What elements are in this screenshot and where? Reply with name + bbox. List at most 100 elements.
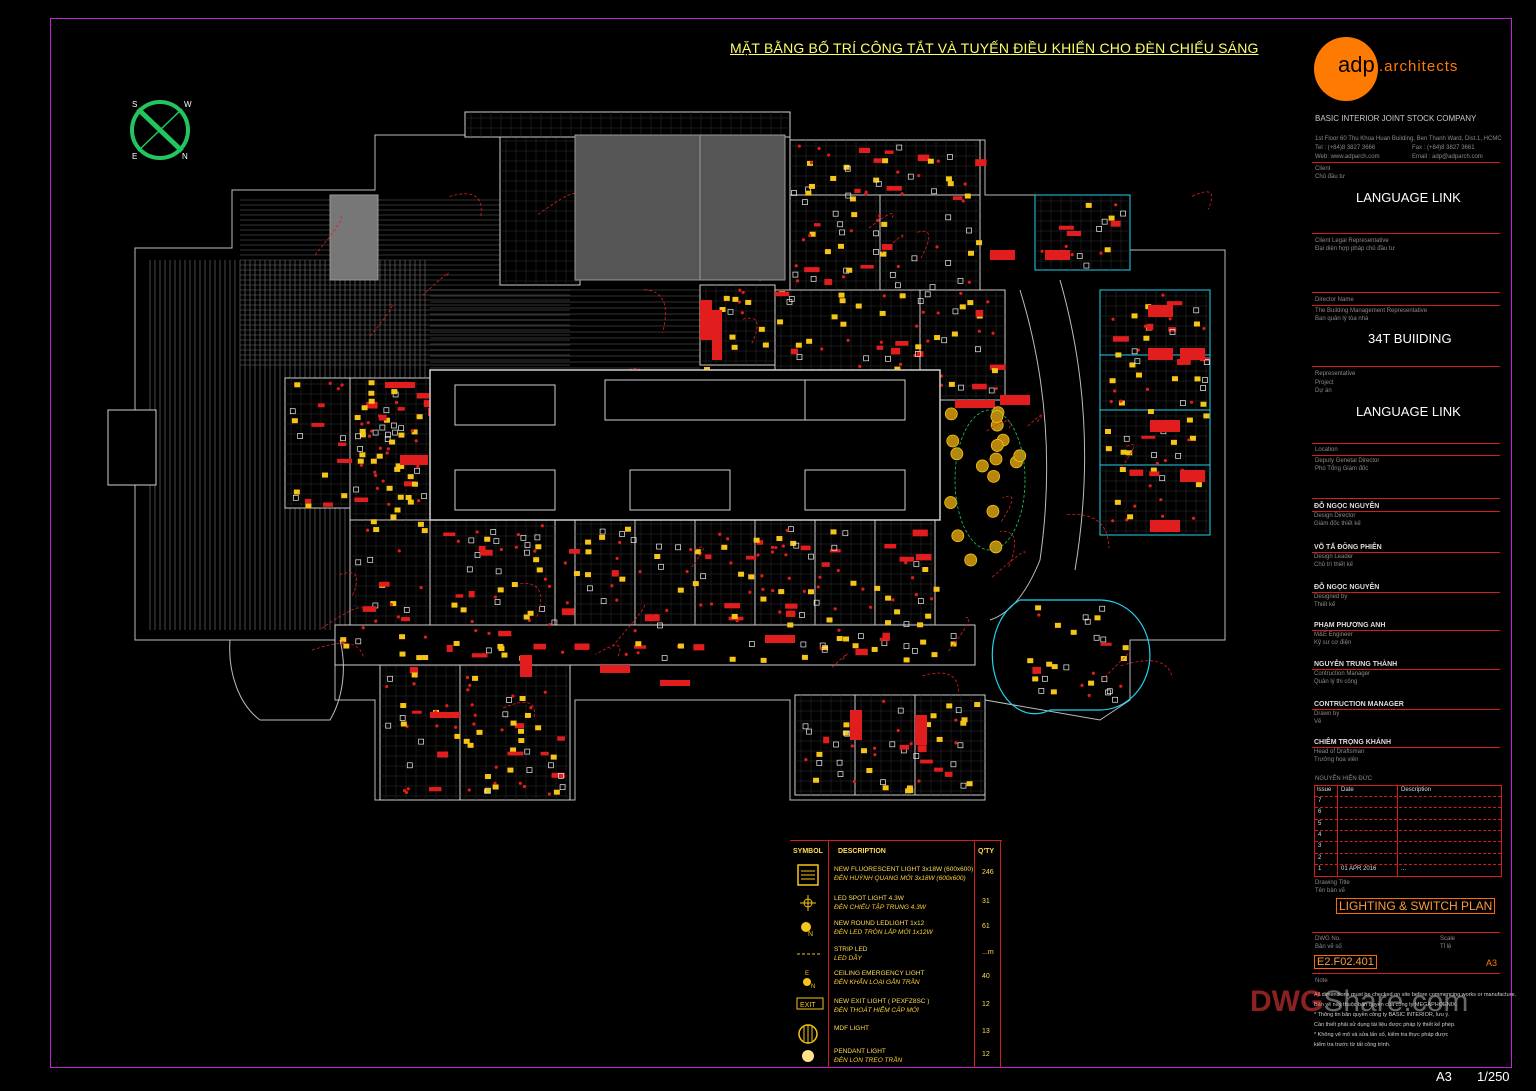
person-role: M&E Engineer	[1314, 632, 1353, 638]
legend-item-vn: ĐÈN HUỲNH QUANG MỚI 3x18W (600x600)	[834, 875, 966, 882]
watermark-part2: Share.com	[1323, 985, 1469, 1018]
led-spot-light-icon	[796, 893, 822, 913]
person-name: CHIÊM TRỌNG KHÁNH	[1314, 739, 1391, 746]
exit-light-icon: EXIT	[796, 996, 824, 1016]
legend-item-vn: ĐÈN LON TREO TRẦN	[834, 1057, 903, 1064]
mdf-light-icon	[796, 1023, 822, 1044]
revision-issue: 1	[1318, 865, 1322, 872]
note-line: * Không vẽ mô và sửa lấn số, kiểm tra th…	[1314, 1032, 1449, 1038]
note-line: All dimensions must be checked on site b…	[1314, 992, 1517, 998]
person-role: Drawn by	[1314, 711, 1340, 717]
person-role: Design Director	[1314, 513, 1356, 519]
dwg-no-label-vn: Bản vẽ số	[1315, 944, 1342, 950]
svg-text:EXIT: EXIT	[800, 1002, 816, 1009]
person-name: PHẠM PHƯƠNG ANH	[1314, 622, 1386, 629]
person-role: Head of Draftsman	[1314, 749, 1365, 755]
company-name: BASIC INTERIOR JOINT STOCK COMPANY	[1315, 114, 1477, 123]
legend-item-en: CEILING EMERGENCY LIGHT	[834, 970, 925, 977]
revision-issue: 3	[1318, 843, 1322, 850]
notes-label: Note	[1315, 978, 1328, 984]
sheet-size: A3	[1486, 958, 1498, 968]
person-role: Designed by	[1314, 594, 1348, 600]
legend-description-header: DESCRIPTION	[838, 848, 886, 855]
rev1-desc: ...	[1401, 866, 1407, 872]
drawing-frame	[50, 18, 1512, 1068]
person-role: Design Leader	[1314, 554, 1354, 560]
person-role: Contruction Manager	[1314, 671, 1371, 677]
svg-text:N: N	[808, 931, 813, 938]
director-label: Director Name	[1315, 297, 1354, 303]
legend-item-en: MDF LIGHT	[834, 1025, 870, 1032]
revision-issue: 7	[1318, 798, 1322, 804]
rev1-date: 01 APR 2016	[1341, 866, 1377, 872]
note-line: * Thông tin bản quyền công ty BASIC INTE…	[1314, 1012, 1450, 1018]
legend-item-qty: 246	[982, 869, 994, 876]
compass-n: N	[182, 152, 188, 161]
deputy-label-vn: Phó Tổng Giám đốc	[1315, 466, 1369, 472]
deputy-label: Deputy Genetal Director	[1315, 458, 1380, 464]
client-rep-label-vn: Đại diện hợp pháp chủ đầu tư	[1315, 246, 1395, 252]
person-role-vn: Chủ trì thiết kế	[1314, 562, 1354, 568]
north-compass-icon: S W N E	[130, 100, 192, 161]
person-role-vn: Quản lý thi công	[1314, 679, 1358, 685]
legend-item-vn: LED DÂY	[834, 955, 862, 962]
client-label: Client	[1315, 166, 1331, 172]
legend-item-en: STRIP LED	[834, 946, 868, 953]
round-led-light-icon: N	[796, 918, 822, 938]
revision-issue: 4	[1318, 831, 1322, 838]
person-name: ĐỖ NGỌC NGUYÊN	[1314, 584, 1380, 591]
legend-item-vn: ĐÈN KHẨN LOẠI GẮN TRẦN	[834, 979, 920, 986]
rev-header-desc: Description	[1401, 787, 1432, 793]
drawing-title-label-vn: Tên bản vẽ	[1315, 888, 1346, 894]
legend-table: SYMBOL DESCRIPTION Q'TY NEW FLUORESCENT …	[790, 840, 1002, 1068]
pendant-light-icon	[796, 1046, 822, 1066]
svg-text:E: E	[805, 971, 809, 977]
svg-text:N: N	[811, 984, 815, 990]
strip-led-icon	[796, 944, 822, 964]
company-fax: Fax : (+84)8 3827 3661	[1412, 145, 1475, 151]
legend-item-qty: 40	[982, 973, 990, 980]
person-name: VÕ TẤ ĐÔNG PHIÊN	[1314, 544, 1382, 551]
dwg-no-label: DWG No.	[1315, 936, 1341, 942]
person-role-vn: Vẽ	[1314, 719, 1322, 725]
legend-item-en: LED SPOT LIGHT 4.3W	[834, 895, 904, 902]
revision-issue: 5	[1318, 820, 1322, 827]
compass-e: E	[132, 152, 137, 161]
legend-item-qty: 12	[982, 1051, 990, 1058]
client-rep-label: Client Legal Representative	[1315, 238, 1389, 244]
person-name: NGUYỄN TRUNG THÀNH	[1314, 661, 1398, 668]
legend-item-en: NEW FLUORESCENT LIGHT 3x18W (600x600)	[834, 866, 974, 873]
scale-label-vn: Tỉ lệ	[1440, 944, 1452, 950]
legend-symbol-header: SYMBOL	[793, 848, 823, 855]
person-role-vn: Trưởng họa viên	[1314, 757, 1359, 763]
scale-label: Scale	[1440, 936, 1456, 942]
representative-label: Representative	[1315, 371, 1356, 377]
client-label-vn: Chủ đầu tư	[1315, 174, 1346, 180]
company-address: 1st Floor 60 Thu Khoa Huan Building, Ben…	[1315, 136, 1502, 142]
footer-scale: 1/250	[1477, 1069, 1510, 1084]
person-name: ĐỖ NGỌC NGUYÊN	[1314, 503, 1380, 510]
fluorescent-light-icon	[796, 864, 822, 886]
location-label: Location	[1315, 447, 1338, 453]
note-line: kiểm tra trước từ tất công trình.	[1314, 1042, 1391, 1048]
legend-item-en: NEW EXIT LIGHT ( PEXFZ8SC )	[834, 998, 930, 1005]
compass-w: W	[184, 100, 192, 109]
watermark-part1: DWG	[1250, 985, 1324, 1018]
logo-suffix: .architects	[1379, 58, 1459, 75]
legend-item-qty: ...m	[982, 949, 994, 956]
legend-item-en: PENDANT LIGHT	[834, 1048, 886, 1055]
footer-paper: A3	[1436, 1069, 1452, 1084]
legend-item-qty: 31	[982, 898, 990, 905]
project-label: Project	[1315, 380, 1334, 386]
revision-issue: 6	[1318, 809, 1322, 816]
drawing-title-label: Drawing Title	[1315, 880, 1350, 886]
dwg-no-value: E2.F02.401	[1314, 955, 1377, 969]
project-label-vn: Dự án	[1315, 388, 1332, 394]
legend-item-vn: ĐÈN LED TRÒN LẮP MỚI 1x12W	[834, 929, 933, 936]
logo-mark: adp	[1338, 52, 1375, 77]
person-name: CONTRUCTION MANAGER	[1314, 701, 1404, 708]
legend-item-vn: ĐÈN THOÁT HIỂM CẤP MỚI	[834, 1007, 919, 1014]
legend-qty-header: Q'TY	[978, 848, 995, 855]
